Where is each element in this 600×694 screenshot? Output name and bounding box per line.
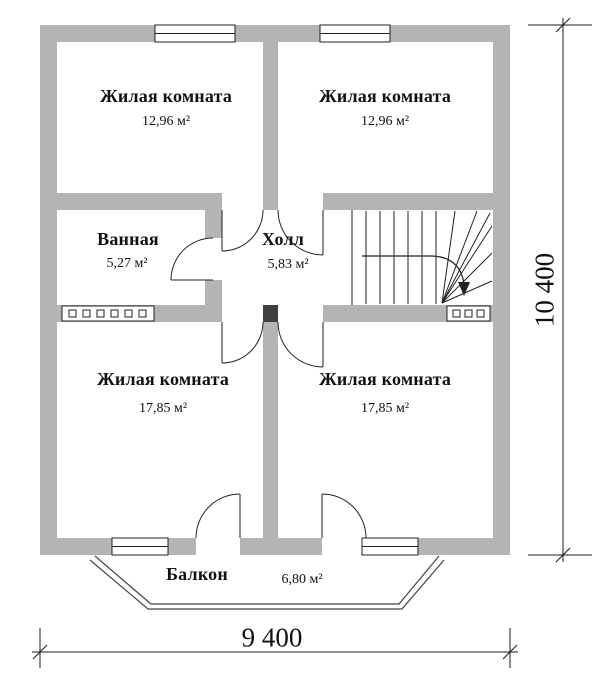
radiator-left bbox=[61, 305, 155, 322]
window-bottom-left bbox=[111, 537, 169, 556]
balcony-outline bbox=[89, 555, 445, 610]
room-name-top-right: Жилая комната bbox=[318, 86, 452, 106]
dimension-height bbox=[528, 17, 592, 563]
room-name-bottom-left: Жилая комната bbox=[96, 369, 230, 389]
doors bbox=[170, 209, 367, 539]
window-top-left bbox=[154, 24, 236, 43]
radiator-right bbox=[446, 305, 491, 322]
wall-post bbox=[263, 305, 278, 322]
door-hall-to-bottom-right-room bbox=[277, 321, 324, 368]
room-name-bathroom: Ванная bbox=[97, 229, 159, 249]
dimension-height-label: 10 400 bbox=[529, 252, 560, 328]
interior-walls bbox=[57, 42, 493, 538]
room-area-balcony: 6,80 м² bbox=[281, 572, 323, 587]
door-balcony-right bbox=[321, 493, 367, 539]
door-bathroom bbox=[170, 237, 214, 281]
window-top-right bbox=[319, 24, 391, 43]
room-name-balcony: Балкон bbox=[166, 564, 228, 584]
door-balcony-left bbox=[195, 493, 241, 539]
dimension-width bbox=[32, 628, 518, 668]
room-area-bottom-left: 17,85 м² bbox=[138, 401, 188, 416]
door-hall-to-top-right-room bbox=[277, 209, 324, 256]
room-area-top-right: 12,96 м² bbox=[360, 114, 410, 129]
room-area-hall: 5,83 м² bbox=[267, 257, 309, 272]
windows bbox=[111, 24, 419, 556]
room-name-bottom-right: Жилая комната bbox=[318, 369, 452, 389]
room-name-top-left: Жилая комната bbox=[99, 86, 233, 106]
wall-openings bbox=[196, 193, 366, 555]
room-name-hall: Холл bbox=[261, 229, 305, 249]
door-hall-to-top-left-room bbox=[221, 209, 264, 252]
room-area-bottom-right: 17,85 м² bbox=[360, 401, 410, 416]
dimension-width-label: 9 400 bbox=[241, 622, 303, 653]
stair-direction-line bbox=[362, 255, 465, 285]
staircase bbox=[351, 210, 493, 305]
room-area-top-left: 12,96 м² bbox=[141, 114, 191, 129]
window-bottom-right bbox=[361, 537, 419, 556]
door-hall-to-bottom-left-room bbox=[221, 321, 264, 364]
stair-direction-arrow bbox=[458, 282, 470, 296]
room-area-bathroom: 5,27 м² bbox=[106, 256, 148, 271]
